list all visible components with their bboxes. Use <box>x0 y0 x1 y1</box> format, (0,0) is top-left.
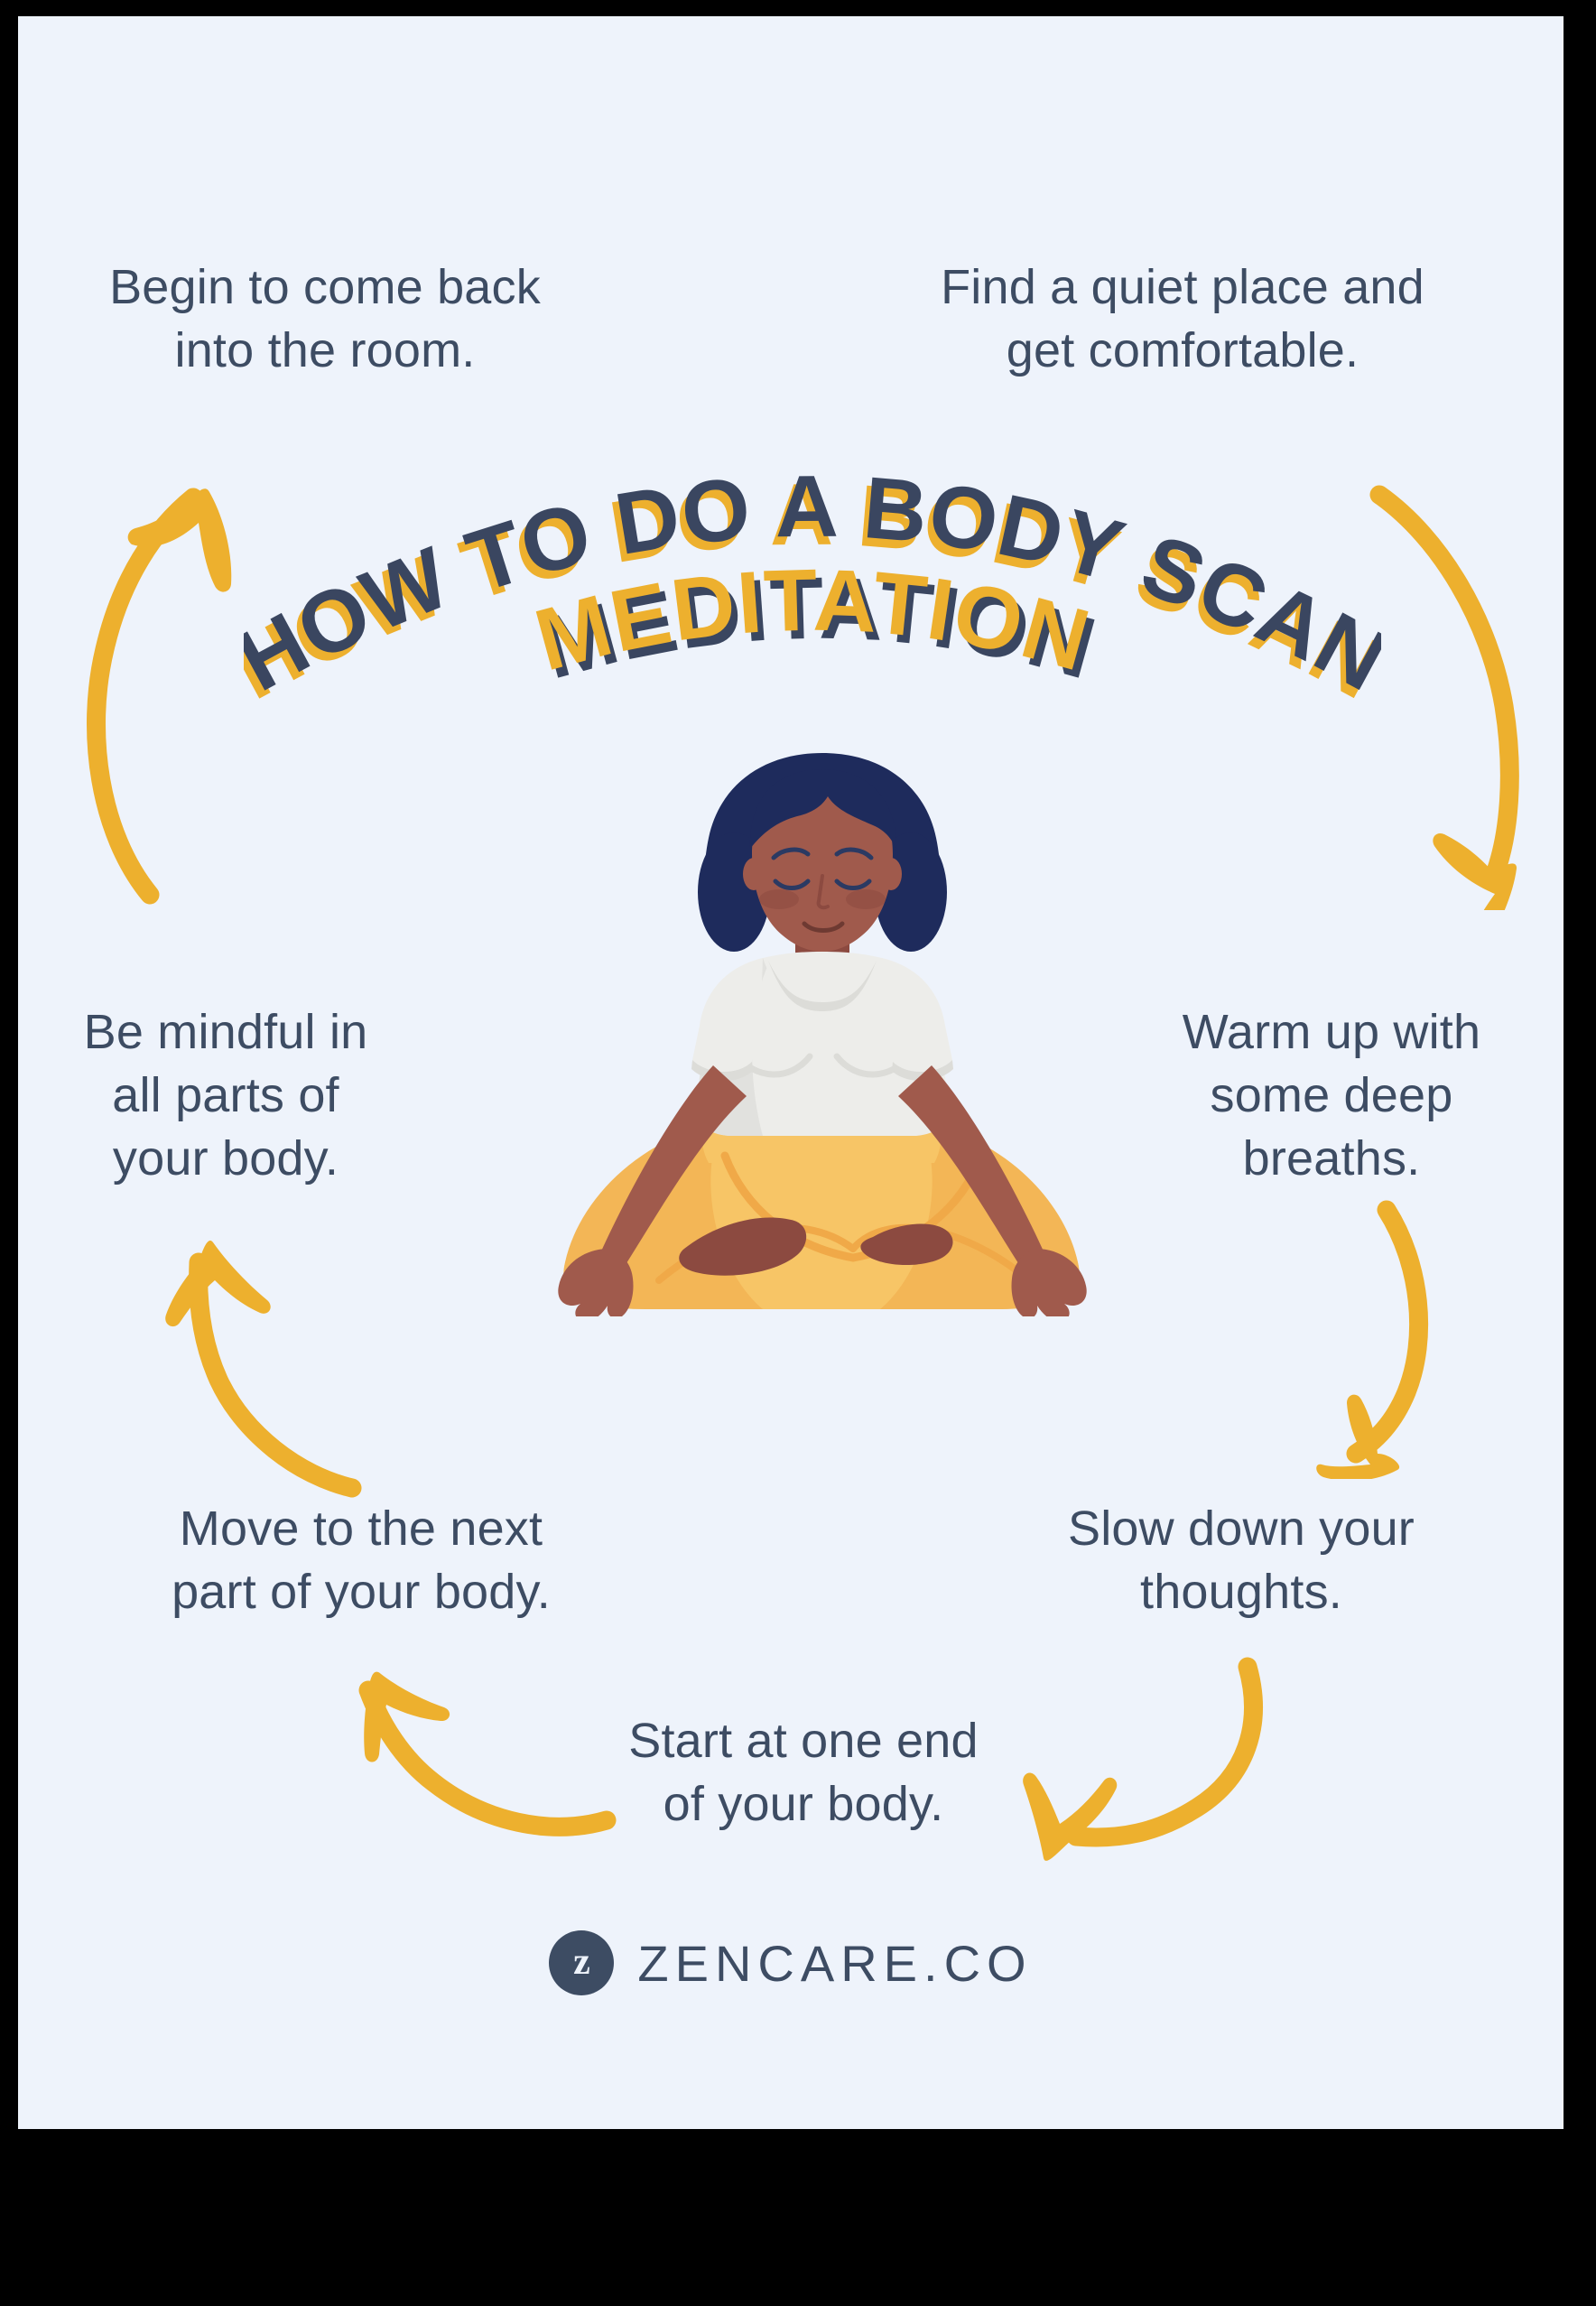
ear-left <box>743 858 765 890</box>
arrow-top-right-icon <box>1369 485 1519 910</box>
poster-canvas: Begin to come back into the room. Find a… <box>18 16 1564 2129</box>
pants-fold-line <box>720 1151 986 1262</box>
eyebrow-left <box>771 847 811 860</box>
blush-right <box>846 889 886 909</box>
step-text-be-mindful-all-parts: Be mindful in all parts of your body. <box>83 1005 368 1186</box>
arm-right <box>898 1065 1047 1276</box>
hair-fringe <box>749 769 897 851</box>
woman-meditating-illustration <box>492 739 1151 1322</box>
step-text-find-quiet-place: Find a quiet place and get comfortable. <box>941 260 1424 378</box>
step-text-move-next-part: Move to the next part of your body. <box>172 1502 551 1620</box>
step-text-start-one-end: Start at one end of your body. <box>628 1714 979 1832</box>
arrow-bottom-right-icon <box>1023 1657 1263 1861</box>
eye-left-closed <box>773 879 811 890</box>
collar-trim <box>768 961 877 1011</box>
hand-left <box>558 1249 634 1322</box>
zencare-wordmark: ZENCARE.CO <box>637 1934 1033 1992</box>
zencare-logo-badge[interactable]: z <box>549 1930 615 1995</box>
nose <box>816 874 830 910</box>
eye-right-closed <box>834 879 872 890</box>
sleeve-left <box>692 958 763 1073</box>
foot-left <box>679 1217 807 1276</box>
hand-right <box>1011 1249 1087 1322</box>
page-title: HOW TO DO A BODY SCAN HOW TO DO A BODY S… <box>217 457 1402 730</box>
arm-left <box>598 1065 747 1276</box>
arrow-bottom-left-icon <box>358 1671 617 1836</box>
ear-right <box>880 858 902 890</box>
step-text-slow-down-thoughts: Slow down your thoughts. <box>1068 1502 1415 1620</box>
footer-branding[interactable]: z ZENCARE.CO <box>18 1930 1564 1995</box>
step-text-come-back-room: Begin to come back into the room. <box>109 260 541 378</box>
arrow-top-left-icon <box>87 488 232 905</box>
arrow-middle-left-icon <box>165 1241 362 1498</box>
zencare-logo-letter: z <box>573 1941 590 1983</box>
mouth-smile <box>802 921 845 933</box>
step-text-warm-up-breaths: Warm up with some deep breaths. <box>1182 1005 1481 1186</box>
sleeve-right <box>882 958 952 1073</box>
foot-right <box>860 1223 953 1266</box>
arrow-middle-right-icon <box>1316 1200 1429 1479</box>
blush-left <box>759 889 799 909</box>
eyebrow-right <box>834 847 874 860</box>
